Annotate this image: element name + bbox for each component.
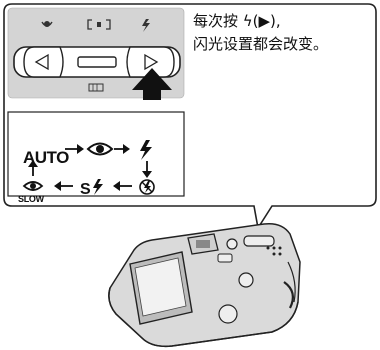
press-arrow (132, 68, 172, 100)
camera-round-button (218, 304, 238, 324)
camera-dial (226, 238, 238, 250)
macro-icon (41, 21, 53, 27)
right-button-frame (126, 46, 175, 78)
callout-diagram (3, 3, 377, 348)
caption-line-1: 每次按 ϟ(▶), (193, 12, 281, 30)
instruction-caption: 每次按 ϟ(▶), 闪光设置都会改变。 (193, 10, 373, 56)
center-focus-icon (87, 19, 111, 30)
flash-top-icon (142, 19, 150, 32)
caption-line-2: 闪光设置都会改变。 (193, 35, 329, 53)
camera-illustration (108, 222, 301, 348)
s-flash-bolt-icon (93, 179, 103, 195)
camera-strap-lug (283, 281, 295, 309)
left-button-frame (23, 46, 64, 78)
menu-icon (88, 83, 104, 92)
slow-sync-label: SLOW (18, 194, 44, 204)
red-eye-icon (86, 142, 114, 156)
s-flash-label: S (80, 181, 91, 198)
right-arrow-button[interactable] (144, 53, 159, 71)
camera-mode-button (238, 272, 254, 288)
left-arrow-button[interactable] (34, 53, 49, 71)
camera-top-buttons (243, 235, 275, 247)
center-button[interactable] (77, 56, 117, 68)
flash-on-icon (140, 140, 152, 160)
auto-mode-label: AUTO (23, 148, 69, 167)
slow-sync-eye-icon (22, 181, 44, 191)
sequence-arrows (28, 144, 152, 191)
flash-off-icon (139, 179, 155, 195)
